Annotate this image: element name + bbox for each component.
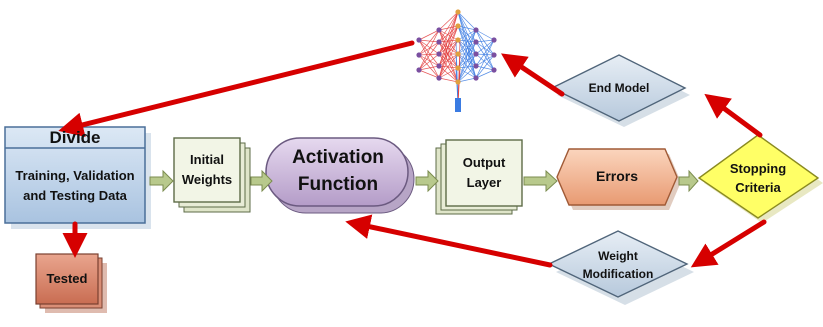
stopping-criteria-diamond	[697, 134, 823, 223]
network-node	[473, 75, 479, 81]
activation-function-shape	[265, 137, 415, 214]
network-node	[436, 27, 442, 33]
arrow-weightmod-to-activation	[345, 214, 553, 268]
arrow-output-to-errors	[523, 169, 558, 193]
network-node	[491, 67, 497, 73]
network-node	[455, 37, 461, 43]
network-node	[473, 63, 479, 69]
green-arrows	[149, 169, 699, 193]
network-node	[455, 9, 461, 15]
network-node	[473, 51, 479, 57]
network-output-node	[455, 98, 461, 112]
divide-box	[4, 126, 151, 229]
network-node	[416, 52, 422, 58]
arrow-weights-to-activation	[250, 169, 273, 193]
initial-weights-box	[173, 137, 251, 213]
arrow-stopping-to-endmodel	[704, 93, 763, 138]
output-layer-box	[435, 139, 523, 215]
arrow-stopping-to-weightmod	[690, 219, 767, 268]
network-node	[455, 23, 461, 29]
arrow-errors-to-stopping	[678, 169, 699, 193]
network-node	[416, 67, 422, 73]
network-node	[455, 79, 461, 85]
tested-box	[35, 253, 107, 313]
network-node	[436, 63, 442, 69]
weight-modification-diamond	[547, 230, 694, 305]
arrow-endmodel-to-network	[501, 53, 565, 97]
arrow-activation-to-output	[415, 169, 439, 193]
network-node	[436, 51, 442, 57]
network-node	[455, 65, 461, 71]
network-node	[436, 75, 442, 81]
end-model-diamond	[550, 54, 690, 127]
network-node	[473, 27, 479, 33]
network-node	[455, 51, 461, 57]
network-node	[491, 37, 497, 43]
arrow-network-to-divide	[58, 40, 415, 137]
neural-network-icon	[416, 9, 497, 112]
network-node	[473, 39, 479, 45]
red-arrows	[58, 40, 767, 268]
errors-hexagon	[556, 148, 681, 210]
network-node	[436, 39, 442, 45]
arrow-divide-to-weights	[149, 169, 174, 193]
network-node	[416, 37, 422, 43]
network-node	[491, 52, 497, 58]
